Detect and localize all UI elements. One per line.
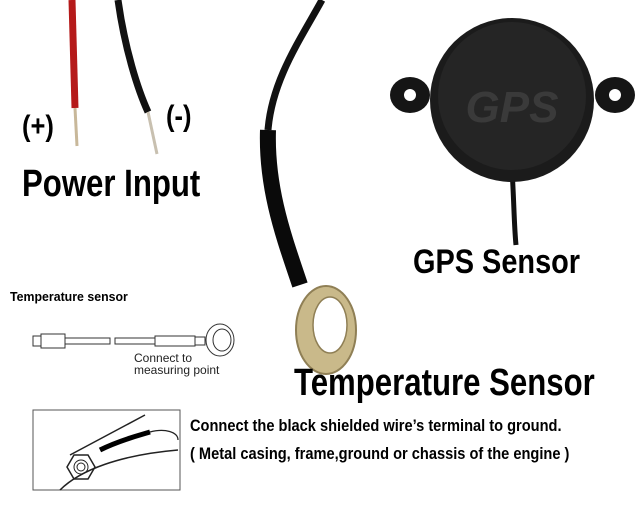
grounding-illustration bbox=[32, 409, 181, 491]
gps-sensor-image: GPS bbox=[390, 18, 635, 246]
sensor-line-diagram bbox=[32, 323, 235, 357]
negative-label: (-) bbox=[166, 100, 192, 133]
instruction-line-2: ( Metal casing, frame,ground or chassis … bbox=[190, 444, 570, 463]
instruction-line-1: Connect the black shielded wire’s termin… bbox=[190, 416, 562, 435]
positive-label: (+) bbox=[22, 110, 54, 143]
gps-sensor-title: GPS Sensor bbox=[413, 243, 581, 281]
black-wire bbox=[114, 0, 159, 155]
caption-line-1: Connect to bbox=[134, 351, 193, 365]
diagram-title: Temperature sensor bbox=[10, 289, 128, 304]
power-input-title: Power Input bbox=[22, 163, 201, 205]
diagram-caption: Connect to measuring point bbox=[134, 352, 219, 376]
temperature-sensor-image bbox=[259, 0, 357, 375]
gps-logo: GPS bbox=[466, 83, 559, 132]
caption-line-2: measuring point bbox=[134, 363, 220, 377]
red-wire bbox=[68, 0, 79, 147]
temperature-sensor-title: Temperature Sensor bbox=[294, 362, 595, 404]
